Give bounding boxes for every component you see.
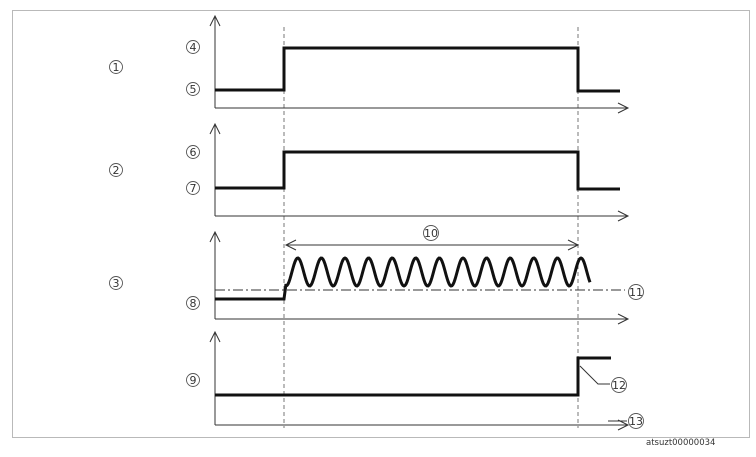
svg-text:5: 5 bbox=[190, 83, 197, 96]
marker-13: 13 bbox=[628, 413, 644, 429]
marker-10: 10 bbox=[423, 225, 439, 241]
marker-2: 2 bbox=[109, 163, 123, 177]
row1-axes bbox=[209, 14, 630, 114]
marker-11: 11 bbox=[628, 284, 644, 300]
marker-5: 5 bbox=[186, 82, 200, 96]
marker-6: 6 bbox=[186, 145, 200, 159]
row2-signal bbox=[215, 150, 620, 191]
row2-axes bbox=[209, 122, 630, 222]
svg-text:13: 13 bbox=[629, 415, 643, 428]
svg-text:2: 2 bbox=[113, 164, 120, 177]
step-edge-leader bbox=[579, 365, 610, 385]
svg-text:6: 6 bbox=[190, 146, 197, 159]
svg-text:9: 9 bbox=[190, 374, 197, 387]
row4-signal bbox=[215, 356, 611, 397]
marker-3: 3 bbox=[109, 276, 123, 290]
svg-text:10: 10 bbox=[424, 227, 438, 240]
marker-8: 8 bbox=[186, 296, 200, 310]
row4-axes bbox=[209, 330, 630, 431]
marker-7: 7 bbox=[186, 181, 200, 195]
diagram-frame bbox=[12, 10, 750, 438]
marker-12: 12 bbox=[611, 377, 627, 393]
svg-text:7: 7 bbox=[190, 182, 197, 195]
svg-text:11: 11 bbox=[629, 286, 643, 299]
svg-text:12: 12 bbox=[612, 379, 626, 392]
marker-9: 9 bbox=[186, 373, 200, 387]
row3-oscillating-signal bbox=[215, 256, 592, 301]
svg-text:4: 4 bbox=[190, 41, 197, 54]
row3-axes bbox=[209, 230, 630, 325]
marker-4: 4 bbox=[186, 40, 200, 54]
row1-signal bbox=[215, 46, 620, 93]
svg-text:3: 3 bbox=[113, 277, 120, 290]
svg-text:1: 1 bbox=[113, 61, 120, 74]
image-code: atsuzt00000034 bbox=[646, 438, 716, 448]
duration-arrow bbox=[284, 239, 580, 251]
svg-text:8: 8 bbox=[190, 297, 197, 310]
marker-1: 1 bbox=[109, 60, 123, 74]
